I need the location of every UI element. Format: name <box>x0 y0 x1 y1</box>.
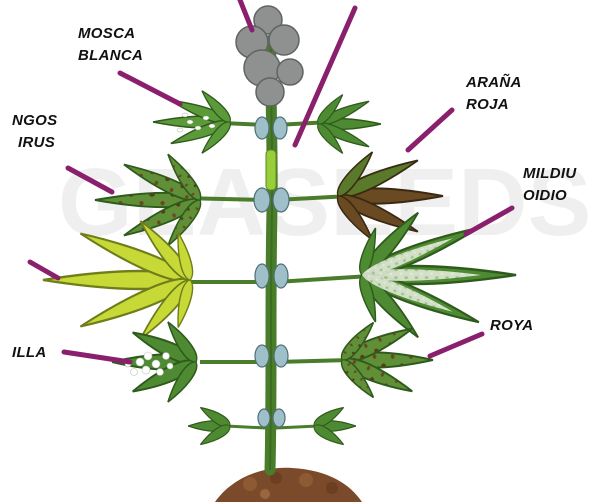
leaf-bottom-right <box>276 403 356 448</box>
leaf-top-right <box>276 92 381 157</box>
leaf-polilla <box>112 319 266 406</box>
label-roya: ROYA <box>490 317 533 334</box>
label-hongos: NGOS IRUS <box>12 112 57 151</box>
svg-text:NGOS: NGOS <box>12 112 57 129</box>
label-mosca-blanca: MOSCA BLANCA <box>78 25 143 64</box>
leader-smoke <box>240 0 252 30</box>
leader-arana-roja <box>408 110 452 150</box>
svg-text:BLANCA: BLANCA <box>78 47 143 64</box>
svg-text:IRUS: IRUS <box>18 134 55 151</box>
svg-text:OIDIO: OIDIO <box>523 187 567 204</box>
svg-text:MILDIU: MILDIU <box>523 165 577 182</box>
leaf-bottom-left <box>188 403 266 448</box>
leaf-roya <box>276 319 433 402</box>
svg-text:ROYA: ROYA <box>490 317 533 334</box>
leader-mosca-blanca <box>120 73 180 104</box>
label-arana-roja: ARAÑA ROJA <box>465 73 522 113</box>
leader-roya <box>430 334 482 356</box>
pest-stem-section <box>266 150 276 190</box>
soil-mound <box>215 468 362 502</box>
svg-text:ROJA: ROJA <box>466 96 509 113</box>
svg-text:MOSCA: MOSCA <box>78 25 135 42</box>
svg-text:ILLA: ILLA <box>12 344 47 361</box>
leader-polilla <box>64 352 130 362</box>
label-polilla: ILLA <box>12 344 47 361</box>
leader-yellow <box>30 262 58 278</box>
svg-text:ARAÑA: ARAÑA <box>465 73 522 91</box>
